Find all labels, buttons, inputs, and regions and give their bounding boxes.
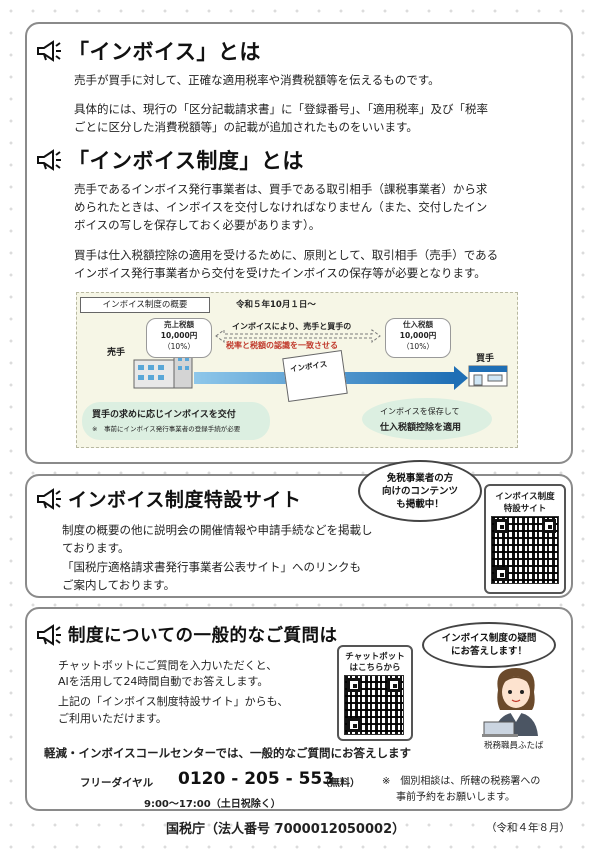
section2-p1b: められたときは、インボイスを交付しなければなりません（また、交付したイン (74, 200, 488, 214)
diagram-header: インボイス制度の概要 (80, 297, 210, 313)
diagram-date: 令和５年10月１日～ (236, 300, 316, 310)
seller-label: 売手 (107, 348, 126, 358)
center-text-1: インボイスにより、売手と買手の (232, 321, 352, 332)
mascot-futaba (482, 668, 538, 737)
sales-tax-box: 売上税額 10,000円 （10%） (146, 318, 212, 358)
exempt-bubble-line1: 免税事業者の方 (386, 472, 454, 484)
section4-p2a: 上記の「インボイス制度特設サイト」からも、 (58, 695, 289, 708)
invoice-document (282, 350, 348, 402)
section1-p1: 売手が買手に対して、正確な適用税率や消費税額等を伝えるものです。 (74, 73, 440, 87)
special-site-qr-code[interactable] (491, 516, 559, 584)
hours: 9:00～17:00（土日祝除く） (144, 799, 281, 810)
qr-corner (387, 678, 401, 692)
agency-name: 国税庁（法人番号 7000012050002） (166, 822, 406, 837)
megaphone-icon (37, 40, 61, 62)
seller-subnote: ※ 事前にインボイス発行事業者の登録手続が必要 (92, 425, 241, 433)
purchase-tax-label: 仕入税額 (403, 320, 433, 329)
qr-label-1: インボイス制度 (495, 492, 555, 502)
seller-note-box (82, 402, 270, 440)
mascot-bubble: インボイス制度の疑問 にお答えします！ (422, 622, 556, 668)
section1-title: 「インボイス」とは (68, 40, 261, 64)
chatbot-label-1: チャットボット (345, 652, 405, 662)
section2-p2b: インボイス発行事業者から交付を受けたインボイスの保存等が必要となります。 (74, 266, 486, 280)
chatbot-qr-code[interactable] (344, 675, 404, 735)
center-text-2: 税率と税額の認識を一致させる (226, 340, 338, 351)
chatbot-label-2: はこちらから (349, 663, 401, 673)
consult-note-2: 事前予約をお願いします。 (396, 792, 515, 803)
section4-p2b: ご利用いただけます。 (58, 712, 167, 725)
purchase-amount: 10,000円 (399, 331, 437, 340)
phone-number[interactable]: 0120 - 205 - 553 (178, 769, 335, 789)
section2-p1c: ボイスの写しを保存しておく必要があります）。 (74, 218, 321, 232)
special-site-panel (25, 474, 573, 598)
sales-rate: （10%） (163, 342, 195, 351)
freedial-label: フリーダイヤル (80, 777, 154, 789)
qr-corner (347, 718, 361, 732)
qr-corner (347, 678, 361, 692)
megaphone-icon (37, 488, 61, 510)
exempt-bubble: 免税事業者の方 向けのコンテンツ も掲載中！ (358, 460, 482, 522)
qr-label-2: 特設サイト (503, 504, 547, 514)
section2-p1a: 売手であるインボイス発行事業者は、買手である取引相手（課税事業者）から求 (74, 182, 488, 196)
section3-p1a: 制度の概要の他に説明会の開催情報や申請手続などを掲載し (62, 523, 373, 537)
section1-p2a: 具体的には、現行の「区分記載請求書」に「登録番号」、「適用税率」及び「税率 (74, 102, 488, 116)
buyer-note-2: 仕入税額控除を適用 (380, 423, 462, 433)
section1-p2b: ごとに区分した消費税額等」の記載が追加されたものをいいます。 (74, 120, 418, 134)
purchase-tax-box: 仕入税額 10,000円 （10%） (385, 318, 451, 358)
mascot-name: 税務職員ふたば (484, 741, 544, 751)
consult-note-1: ※ 個別相談は、所轄の税務署への (382, 776, 541, 787)
section3-title: インボイス制度特設サイト (68, 489, 302, 511)
purchase-rate: （10%） (402, 342, 434, 351)
buyer-note-1: インボイスを保存して (380, 407, 460, 416)
mascot-bubble-line1: インボイス制度の疑問 (441, 633, 537, 644)
mascot-bubble-line2: にお答えします！ (450, 646, 527, 657)
section2-p2a: 買手は仕入税額控除の適用を受けるために、原則として、取引相手（売手）である (74, 248, 499, 262)
sales-tax-label: 売上税額 (164, 320, 194, 329)
flow-arrow-head (454, 366, 468, 390)
section2-title: 「インボイス制度」とは (68, 149, 304, 173)
section4-p1a: チャットボットにご質問を入力いただくと、 (58, 659, 278, 672)
double-arrow (215, 329, 381, 343)
free-label: （無料） (320, 778, 360, 789)
exempt-bubble-line3: も掲載中！ (396, 498, 444, 510)
callcenter-text: 軽減・インボイスコールセンターでは、一般的なご質問にお答えします (44, 746, 411, 760)
section3-p2b: ご案内しております。 (62, 578, 176, 592)
qr-corner (494, 567, 508, 581)
section3-p1b: ております。 (62, 541, 130, 555)
buyer-store-icon (468, 365, 508, 387)
seller-note: 買手の求めに応じインボイスを交付 (92, 410, 236, 420)
seller-building-icon (133, 352, 193, 389)
megaphone-icon (37, 624, 61, 646)
exempt-bubble-line2: 向けのコンテンツ (381, 485, 458, 497)
section3-p2a: 「国税庁適格請求書発行事業者公表サイト」へのリンクも (62, 560, 361, 574)
qr-corner (542, 519, 556, 533)
buyer-note-box (362, 398, 492, 440)
buyer-label: 買手 (476, 354, 495, 364)
qr-corner (494, 519, 508, 533)
section4-title: 制度についての一般的なご質問は (68, 626, 338, 646)
section4-p1b: AIを活用して24時間自動でお答えします。 (58, 675, 269, 688)
sales-amount: 10,000円 (160, 331, 198, 340)
publish-date: （令和４年８月） (486, 822, 570, 834)
megaphone-icon (37, 149, 61, 171)
